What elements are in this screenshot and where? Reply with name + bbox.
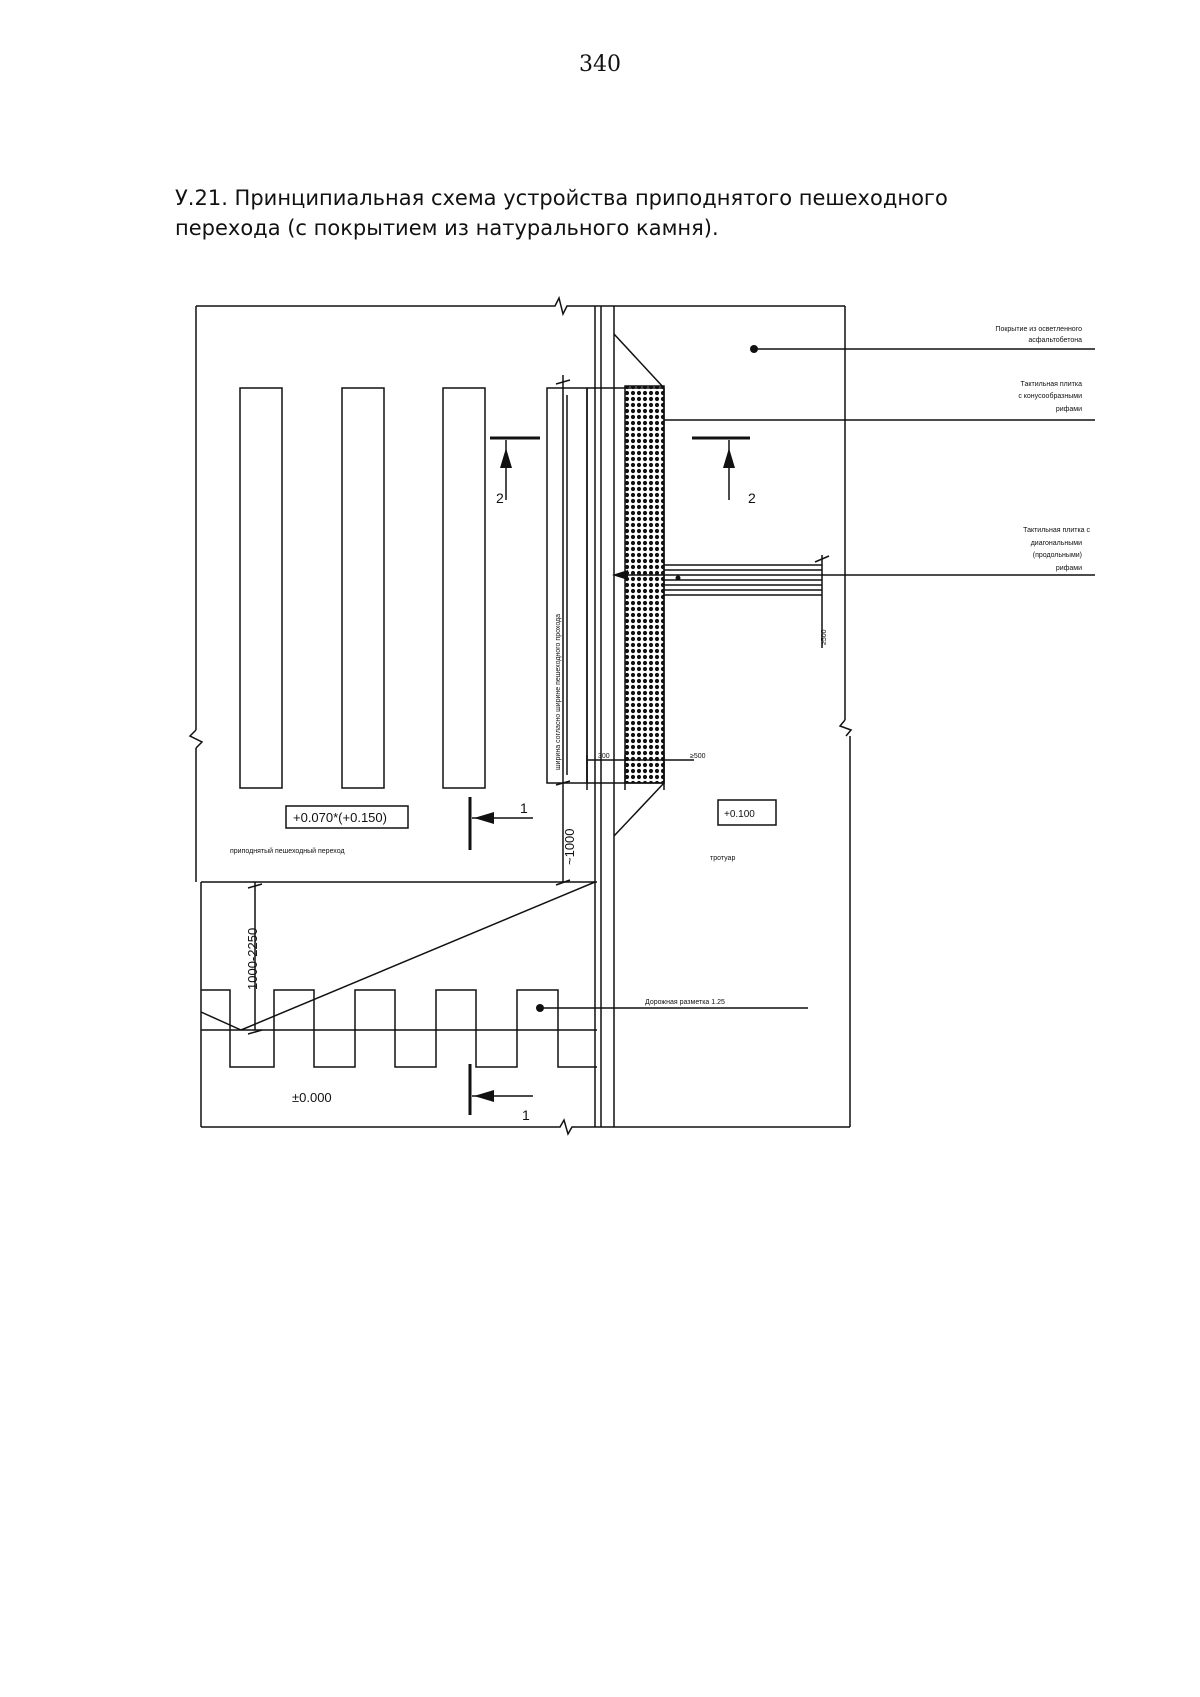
callout-dot-tactile-diag <box>675 575 681 581</box>
road-marking-teeth <box>201 989 597 1068</box>
section-2-right-number: 2 <box>748 490 756 506</box>
callout-road-marking: Дорожная разметка 1.25 <box>645 999 725 1006</box>
callout-dot-marking <box>536 1004 544 1012</box>
callout-asphalt-line-1: Покрытие из осветленного <box>995 326 1082 333</box>
page-number: 340 <box>579 52 621 77</box>
callout-tactile-cone-line-3: рифами <box>1056 406 1082 413</box>
callout-tactile-diag-line-2: диагональными <box>1031 540 1082 547</box>
elevation-sidewalk: +0.100 <box>724 809 755 820</box>
section-1-top-arrow <box>474 812 494 824</box>
elevation-road: ±0.000 <box>292 1090 332 1105</box>
dimension-500-label: ≥500 <box>821 629 828 645</box>
section-1-bottom-number: 1 <box>522 1107 530 1123</box>
elevation-box-crossing <box>285 805 409 829</box>
dimension-300: 300 <box>598 753 610 760</box>
figure-title: У.21. Принципиальная схема устройства пр… <box>175 183 975 243</box>
approach-ramp <box>200 881 596 1035</box>
figure-title-line-2: перехода (с покрытием из натурального ка… <box>175 216 719 240</box>
dimension-1000-2250: 1000-2250 <box>245 928 260 990</box>
callout-asphalt-line-2: асфальтобетона <box>1028 336 1082 344</box>
section-2-left-number: 2 <box>496 490 504 506</box>
label-crossing-width: ширина согласно ширине пешеходного прохо… <box>555 614 562 770</box>
section-mark-2-right <box>692 436 750 500</box>
section-1-bottom-arrow <box>474 1090 494 1102</box>
label-raised-crossing: приподнятый пешеходный переход <box>230 847 345 855</box>
dimension-500-band: ≥500 <box>690 753 706 760</box>
callout-tactile-cone-line-1: Тактильная плитка <box>1021 381 1083 388</box>
curb-lines <box>594 306 615 1127</box>
label-sidewalk: тротуар <box>710 855 735 862</box>
callout-tactile-cone-line-2: с конусообразными <box>1018 392 1082 400</box>
elevation-box-sidewalk <box>717 799 777 826</box>
callout-leaders <box>540 348 1095 1009</box>
outer-boundary <box>188 295 853 1136</box>
callout-tactile-diag-line-3: (продольными) <box>1033 552 1082 559</box>
dimension-1000: ~1000 <box>562 828 577 865</box>
callout-tactile-diag-line-4: рифами <box>1056 565 1082 572</box>
section-1-top-number: 1 <box>520 800 528 816</box>
tactile-diag-arrow <box>612 570 628 580</box>
figure-title-line-1: У.21. Принципиальная схема устройства пр… <box>175 186 948 210</box>
crossing-stripes <box>239 387 486 789</box>
elevation-crossing: +0.070*(+0.150) <box>293 810 387 825</box>
dimension-crossing-width <box>555 375 571 886</box>
callout-tactile-diag-line-1: Тактильная плитка с <box>1023 527 1090 534</box>
section-2-left-arrow <box>500 448 512 468</box>
callout-dot-asphalt <box>750 345 758 353</box>
crossing-end-band <box>546 387 588 784</box>
tactile-diagonal-lines <box>664 564 822 596</box>
dimension-500-right <box>814 555 830 648</box>
tactile-cone-band <box>624 385 665 784</box>
section-2-right-arrow <box>723 448 735 468</box>
